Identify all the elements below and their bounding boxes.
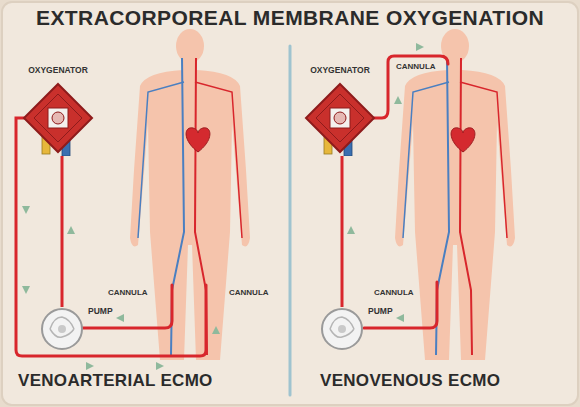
- arm-artery: [460, 82, 507, 238]
- oxygenator-body: [24, 84, 92, 152]
- flow-arrow: [22, 206, 30, 214]
- panel-heading: VENOARTERIAL ECMO: [18, 370, 213, 392]
- part-label: PUMP: [368, 305, 393, 317]
- oxygenator-symbol: [20, 76, 96, 156]
- part-label: PUMP: [88, 305, 113, 317]
- cannula-label: CANNULA: [229, 288, 269, 298]
- membrane-frame: [316, 94, 364, 142]
- cannula-label: CANNULA: [108, 288, 148, 298]
- blood-tube: [61, 156, 64, 307]
- pump-symbol: [320, 307, 364, 351]
- head: [176, 29, 204, 63]
- torso-limbs: [395, 60, 515, 360]
- membrane-core: [334, 112, 346, 124]
- flow-arrow: [416, 43, 424, 51]
- pump-hub: [58, 325, 66, 333]
- blood-tube: [364, 282, 437, 328]
- artery: [460, 58, 472, 355]
- pump: PUMP: [320, 307, 393, 351]
- pump-symbol: [40, 307, 84, 351]
- oxygenator-symbol: [302, 76, 378, 156]
- arm-vein: [138, 82, 184, 238]
- human-body: [395, 29, 515, 360]
- membrane-window: [330, 108, 350, 128]
- flow-arrow: [67, 226, 75, 234]
- torso-limbs: [130, 60, 250, 360]
- oxygenator-body: [306, 84, 374, 152]
- pump-hub: [338, 325, 346, 333]
- part-label: OXYGENATOR: [18, 64, 98, 76]
- heart: [451, 128, 475, 152]
- arm-artery: [195, 82, 242, 238]
- flow-arrow: [394, 96, 402, 104]
- membrane-frame: [34, 94, 82, 142]
- part-label: OXYGENATOR: [300, 64, 380, 76]
- blood-tube: [341, 156, 344, 307]
- membrane-core: [52, 112, 64, 124]
- cannula-label: CANNULA: [396, 62, 436, 72]
- flow-arrow: [22, 286, 30, 294]
- flow-arrow: [396, 314, 404, 322]
- blood-tube: [374, 56, 448, 118]
- oxygenator: OXYGENATOR: [18, 64, 98, 156]
- heart: [186, 128, 210, 152]
- pump: PUMP: [40, 307, 113, 351]
- pump-rotor: [330, 317, 354, 337]
- arm-vein: [403, 82, 449, 238]
- flow-arrow: [212, 326, 220, 334]
- human-body: [130, 29, 250, 360]
- pump-housing: [42, 309, 82, 349]
- pump-rotor: [50, 317, 74, 337]
- title: EXTRACORPOREAL MEMBRANE OXYGENATION: [0, 6, 580, 30]
- flow-arrow: [347, 226, 355, 234]
- oxygenator: OXYGENATOR: [300, 64, 380, 156]
- blood-tube: [16, 118, 206, 356]
- cannula-label: CANNULA: [374, 288, 414, 298]
- flow-arrow: [156, 362, 164, 370]
- blood-tube: [82, 285, 172, 328]
- flow-arrow: [86, 362, 94, 370]
- pump-housing: [322, 309, 362, 349]
- membrane-window: [48, 108, 68, 128]
- flow-arrow: [116, 314, 124, 322]
- panel-divider: [289, 46, 292, 395]
- panel-heading: VENOVENOUS ECMO: [320, 370, 500, 392]
